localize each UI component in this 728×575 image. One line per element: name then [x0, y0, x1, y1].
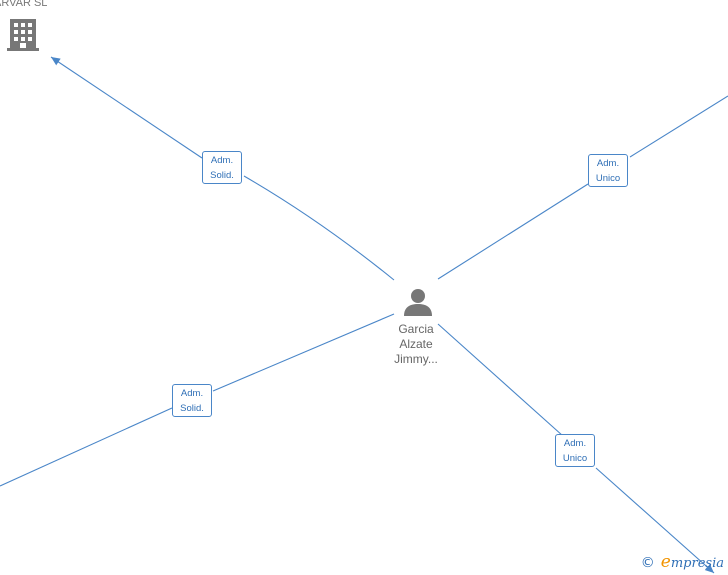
person-name-line3: Jimmy...: [394, 352, 438, 366]
person-name[interactable]: Garcia Alzate Jimmy...: [376, 322, 456, 367]
building-icon[interactable]: [7, 18, 39, 57]
role-box-adm-unico-top[interactable]: Adm. Unico: [588, 154, 628, 187]
edge-to-left-tail: [0, 407, 173, 487]
edge-to-top-right-tail: [629, 95, 728, 158]
brand-name-rest: mpresia: [670, 556, 724, 571]
role-line2: Solid.: [210, 169, 234, 181]
edge-to-bottom-right-head: [595, 467, 715, 574]
role-box-adm-unico-bottom[interactable]: Adm. Unico: [555, 434, 595, 467]
edge-to-arvar: [243, 175, 395, 281]
role-line2: Solid.: [180, 402, 204, 414]
edge-to-top-right: [437, 183, 589, 280]
copyright-symbol: ©: [640, 555, 655, 571]
empresia-watermark: © empresia: [641, 552, 724, 572]
role-box-adm-solid-left[interactable]: Adm. Solid.: [172, 384, 212, 417]
role-line2: Unico: [595, 172, 621, 184]
role-box-adm-solid-top[interactable]: Adm. Solid.: [202, 151, 242, 184]
edge-to-left: [212, 313, 395, 392]
role-line1: Adm.: [596, 157, 620, 169]
company-name[interactable]: ARVAR SL: [0, 0, 48, 9]
brand-initial: e: [660, 552, 671, 572]
person-icon[interactable]: [403, 287, 433, 322]
role-line1: Adm.: [563, 437, 587, 449]
role-line1: Adm.: [210, 154, 234, 166]
person-name-line2: Alzate: [399, 337, 433, 351]
person-name-line1: Garcia: [398, 322, 434, 336]
edge-to-bottom-right: [437, 323, 564, 437]
role-line1: Adm.: [180, 387, 204, 399]
edge-to-arvar-head: [50, 56, 203, 159]
role-line2: Unico: [562, 452, 588, 464]
